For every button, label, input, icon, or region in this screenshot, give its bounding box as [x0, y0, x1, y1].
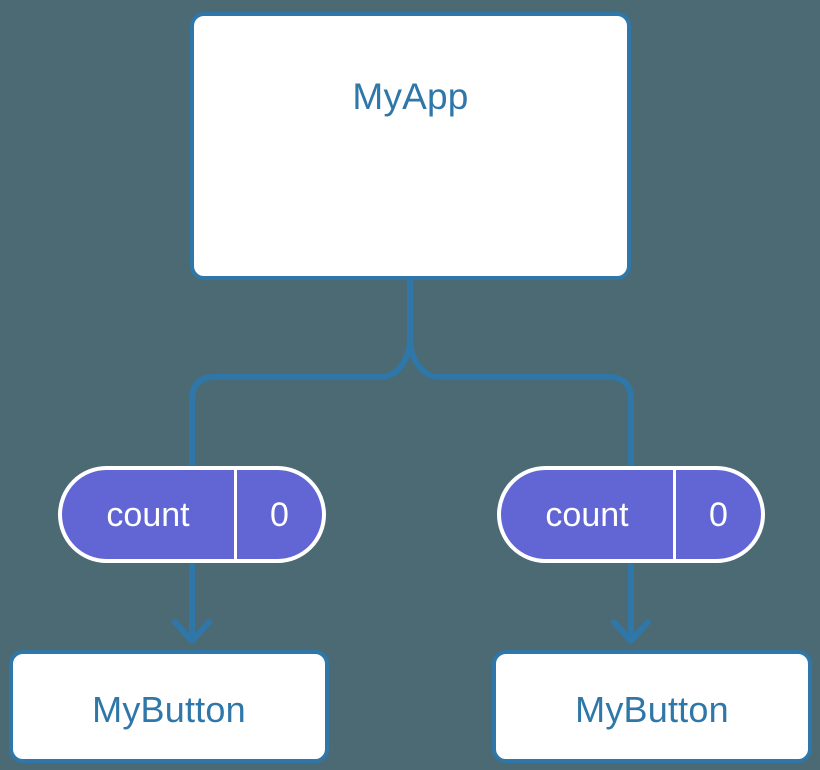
prop-pill-value: 0	[270, 495, 289, 534]
prop-pill-left-count[interactable]: count 0	[58, 466, 326, 563]
component-title-mybutton-left: MyButton	[92, 689, 246, 730]
branch-line-right	[407, 337, 634, 470]
component-box-mybutton-right[interactable]: MyButton	[492, 650, 812, 763]
arrowhead-left-icon	[172, 619, 212, 644]
branch-line-left	[189, 337, 413, 470]
prop-pill-right-count[interactable]: count 0	[497, 466, 765, 563]
prop-pill-key: count	[501, 470, 676, 559]
prop-pill-value: 0	[709, 495, 728, 534]
component-title-myapp: MyApp	[352, 76, 469, 117]
component-box-myapp[interactable]: MyApp	[190, 12, 631, 280]
arrowhead-right-icon	[611, 619, 651, 644]
component-title-mybutton-right: MyButton	[575, 689, 729, 730]
prop-pill-key: count	[62, 470, 237, 559]
component-box-mybutton-left[interactable]: MyButton	[9, 650, 329, 763]
